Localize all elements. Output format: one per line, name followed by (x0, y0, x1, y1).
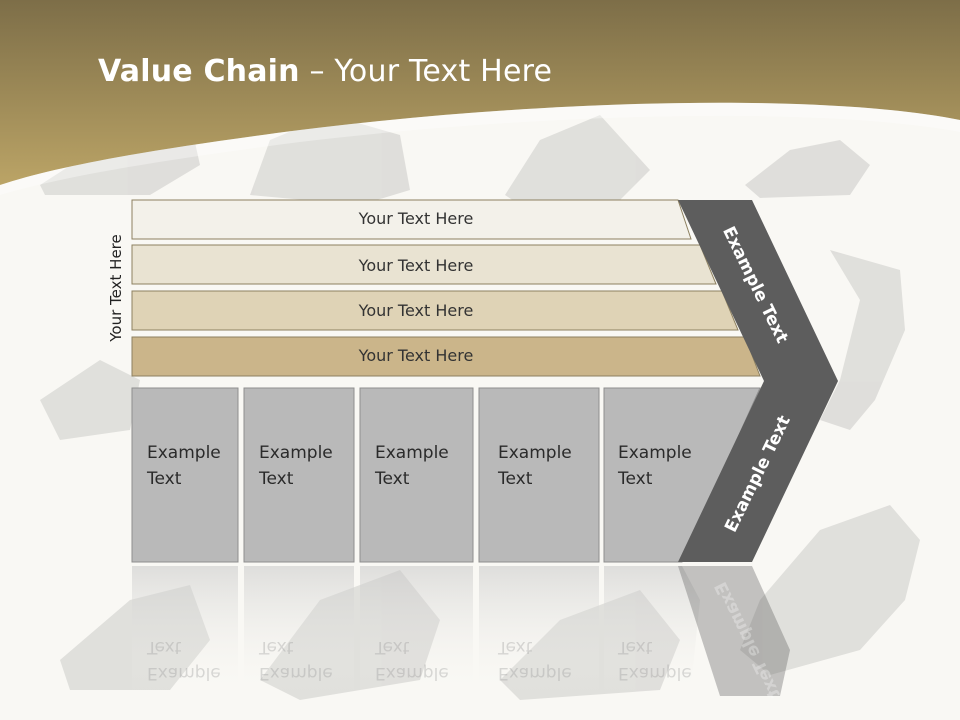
slide-title-rest: – Your Text Here (299, 54, 553, 89)
side-label: Your Text Here (107, 234, 125, 342)
box-1-label: Example Text (147, 443, 221, 489)
bar-4-shape (131, 336, 761, 377)
chevron-shape (678, 200, 838, 562)
box-5-label: Example Text (618, 443, 692, 489)
bar-3-label: Your Text Here (358, 301, 474, 320)
box-2-shape (243, 387, 355, 563)
box-1-reflection: Example Text (147, 637, 221, 683)
bar-3-shape (131, 290, 739, 331)
bar-1-label: Your Text Here (358, 209, 474, 228)
box-4-shape (478, 387, 600, 563)
box-3-label: Example Text (375, 443, 449, 489)
box-1-shape (131, 387, 239, 563)
box-2-label: Example Text (259, 443, 333, 489)
bar-4-label: Your Text Here (358, 346, 474, 365)
slide-title-bold: Value Chain (98, 54, 300, 89)
header-sheen (0, 102, 960, 195)
bar-2-label: Your Text Here (358, 256, 474, 275)
header-band (0, 0, 960, 185)
box-3-shape (359, 387, 474, 563)
slide-title: Value Chain – Your Text Here (98, 54, 552, 89)
bar-2-shape (131, 244, 717, 285)
bar-1-shape (131, 199, 692, 240)
reflections (132, 566, 790, 696)
box-4-label: Example Text (498, 443, 572, 489)
box-5-reflection: Example Text (618, 637, 692, 683)
box-4-reflection: Example Text (498, 637, 572, 683)
box-3-reflection: Example Text (375, 637, 449, 683)
box-2-reflection: Example Text (259, 637, 333, 683)
